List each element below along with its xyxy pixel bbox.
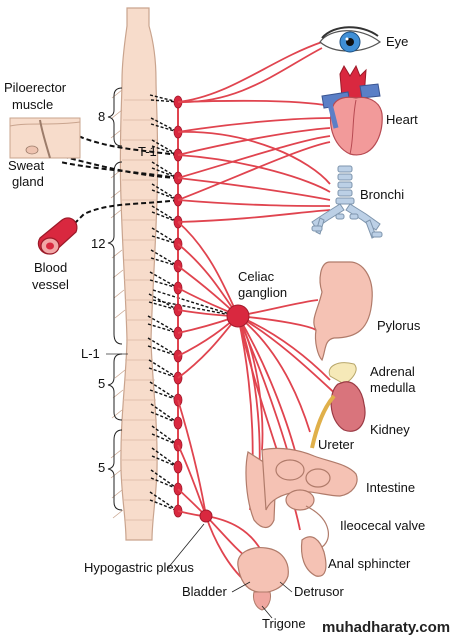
kidney-icon	[310, 362, 366, 449]
bladder-label: Bladder	[182, 584, 227, 599]
watermark: muhadharaty.com	[322, 619, 450, 636]
heart-label: Heart	[386, 112, 418, 127]
trigone-label: Trigone	[262, 616, 306, 631]
sympathetic-chain	[173, 95, 183, 518]
segment-12-label: 12	[91, 236, 105, 251]
piloerector-label-line1: Piloerector	[4, 80, 67, 95]
eye-icon	[319, 26, 382, 53]
sweat-label-line2: gland	[12, 174, 44, 189]
ileocecal-label: Ileocecal valve	[340, 518, 425, 533]
bronchi-icon	[311, 165, 383, 239]
eye-label: Eye	[386, 34, 408, 49]
sweat-label-line1: Sweat	[8, 158, 45, 173]
ureter-label: Ureter	[318, 437, 355, 452]
blood-vessel-icon	[37, 217, 78, 255]
segment-braces	[107, 87, 123, 511]
stomach-icon	[313, 261, 373, 362]
preganglionic-fibers	[147, 94, 237, 512]
leader-lines	[167, 523, 293, 619]
heart-icon	[321, 64, 383, 156]
celiac-label-line1: Celiac	[238, 269, 275, 284]
bladder-icon	[237, 547, 289, 611]
adrenal-label-line2: medulla	[370, 380, 416, 395]
bronchi-label: Bronchi	[360, 187, 404, 202]
blood-label-line2: vessel	[32, 277, 69, 292]
segment-8-label: 8	[98, 109, 105, 124]
pylorus-label: Pylorus	[377, 318, 421, 333]
hypogastric-label: Hypogastric plexus	[84, 560, 194, 575]
celiac-ganglion	[226, 304, 250, 328]
blood-label-line1: Blood	[34, 260, 67, 275]
l1-label: L-1	[81, 346, 100, 361]
kidney-label: Kidney	[370, 422, 410, 437]
segment-5-label-lower: 5	[98, 460, 105, 475]
detrusor-label: Detrusor	[294, 584, 345, 599]
anal-sphincter-icon	[300, 536, 327, 577]
segment-5-label-upper: 5	[98, 376, 105, 391]
hypogastric-plexus-node	[199, 509, 213, 523]
spinal-cord	[110, 7, 159, 541]
celiac-label-line2: ganglion	[238, 285, 287, 300]
piloerector-label-line2: muscle	[12, 97, 53, 112]
adrenal-label-line1: Adrenal	[370, 364, 415, 379]
anal-sphincter-label: Anal sphincter	[328, 556, 411, 571]
t1-label: T-1	[138, 144, 157, 159]
intestine-icon	[245, 447, 358, 549]
skin-icon	[9, 117, 81, 159]
intestine-label: Intestine	[366, 480, 415, 495]
